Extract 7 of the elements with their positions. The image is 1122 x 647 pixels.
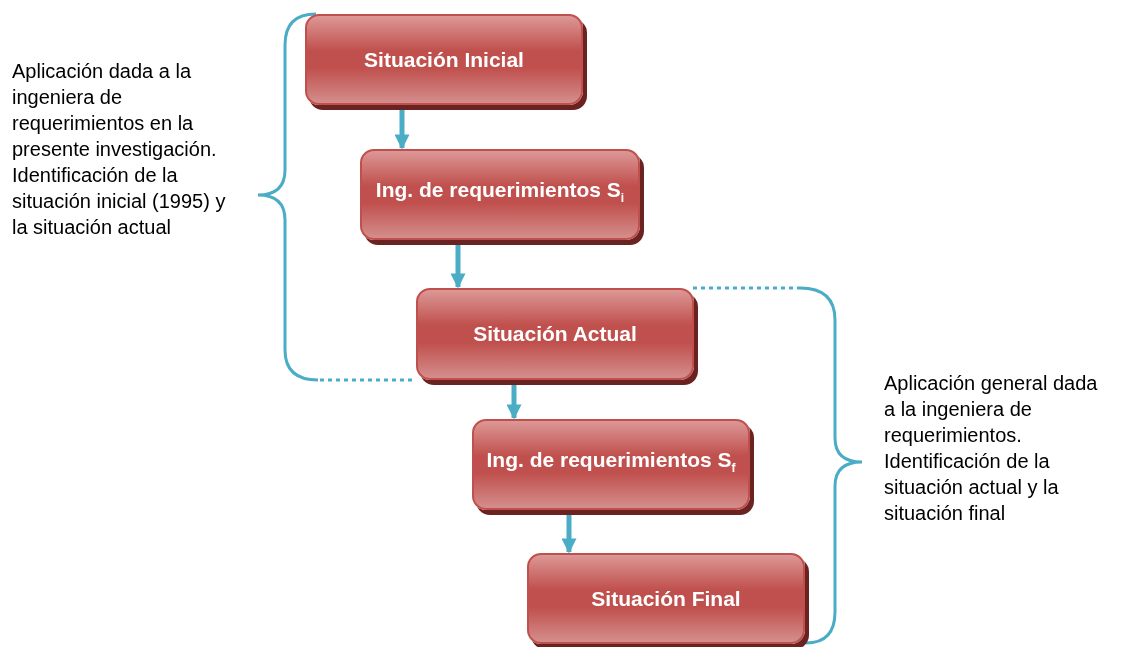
annotation-text: Aplicación dada a la ingeniera de requerimientos en la presente investigación. Identificación de la situación inicial (1995) y la situación actual xyxy=(12,59,227,240)
box-label: Situación Inicial xyxy=(363,46,525,73)
box-label: Ing. de requerimientos S$_{f}$ xyxy=(485,447,737,478)
box-label: Situación Final xyxy=(590,585,742,612)
box-label: Ing. de requerimientos S$_{i}$ xyxy=(374,177,626,208)
box-label: Situación Actual xyxy=(472,321,638,347)
annotation-text: Aplicación general dada a la ingeniera de requerimientos. Identificación de la situación actual y la situación final xyxy=(884,371,1099,526)
